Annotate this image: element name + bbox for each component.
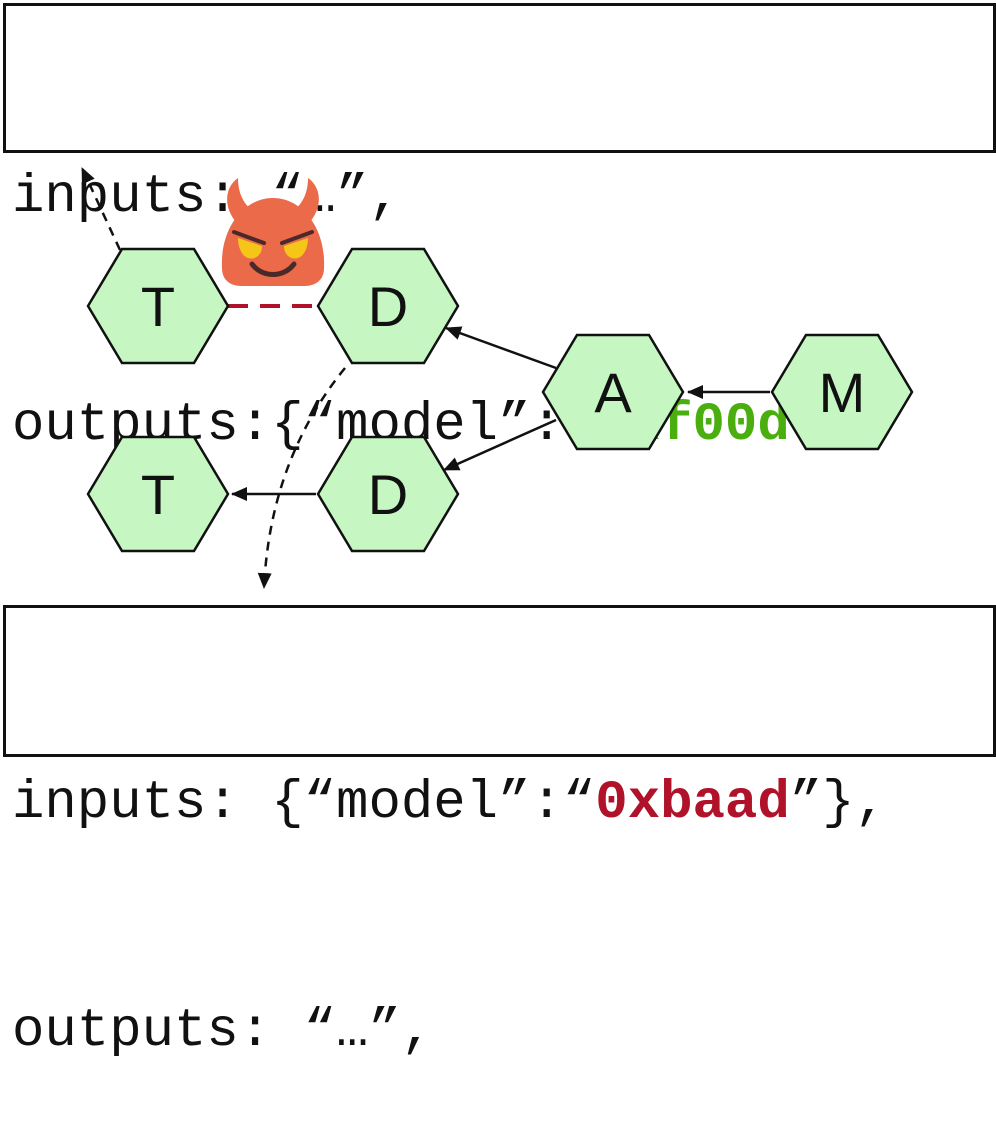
bad-hash: 0xbaad (595, 773, 790, 834)
bottom-inputs-line: inputs: {“model”:“0xbaad”}, (12, 768, 993, 840)
node-m: M (770, 333, 914, 451)
a-to-d-top-arrow (445, 326, 557, 370)
a-to-d-bottom-arrow (443, 418, 557, 472)
node-d-top: D (316, 247, 460, 365)
node-d-bottom: D (316, 435, 460, 553)
node-a-label: A (594, 361, 632, 424)
node-d-bottom-label: D (368, 463, 408, 526)
top-inputs-line: inputs: “…”, (12, 167, 401, 228)
node-t-bottom-label: T (141, 463, 175, 526)
node-t-bottom: T (86, 435, 230, 553)
t-to-top-box-arrow (80, 167, 122, 251)
devil-face-icon (221, 178, 325, 286)
bottom-outputs-line: outputs: “…”, (12, 1001, 434, 1062)
node-m-label: M (819, 361, 866, 424)
bottom-inputs-suffix: ”}, (789, 773, 887, 834)
pipeline-diagram: T D A M T D (80, 167, 914, 589)
node-d-top-label: D (368, 275, 408, 338)
d-to-bottom-box-arrow (257, 367, 346, 589)
bottom-inputs-prefix: inputs: {“model”:“ (12, 773, 596, 834)
node-t-top: T (86, 247, 230, 365)
node-a: A (541, 333, 685, 451)
node-t-top-label: T (141, 275, 175, 338)
